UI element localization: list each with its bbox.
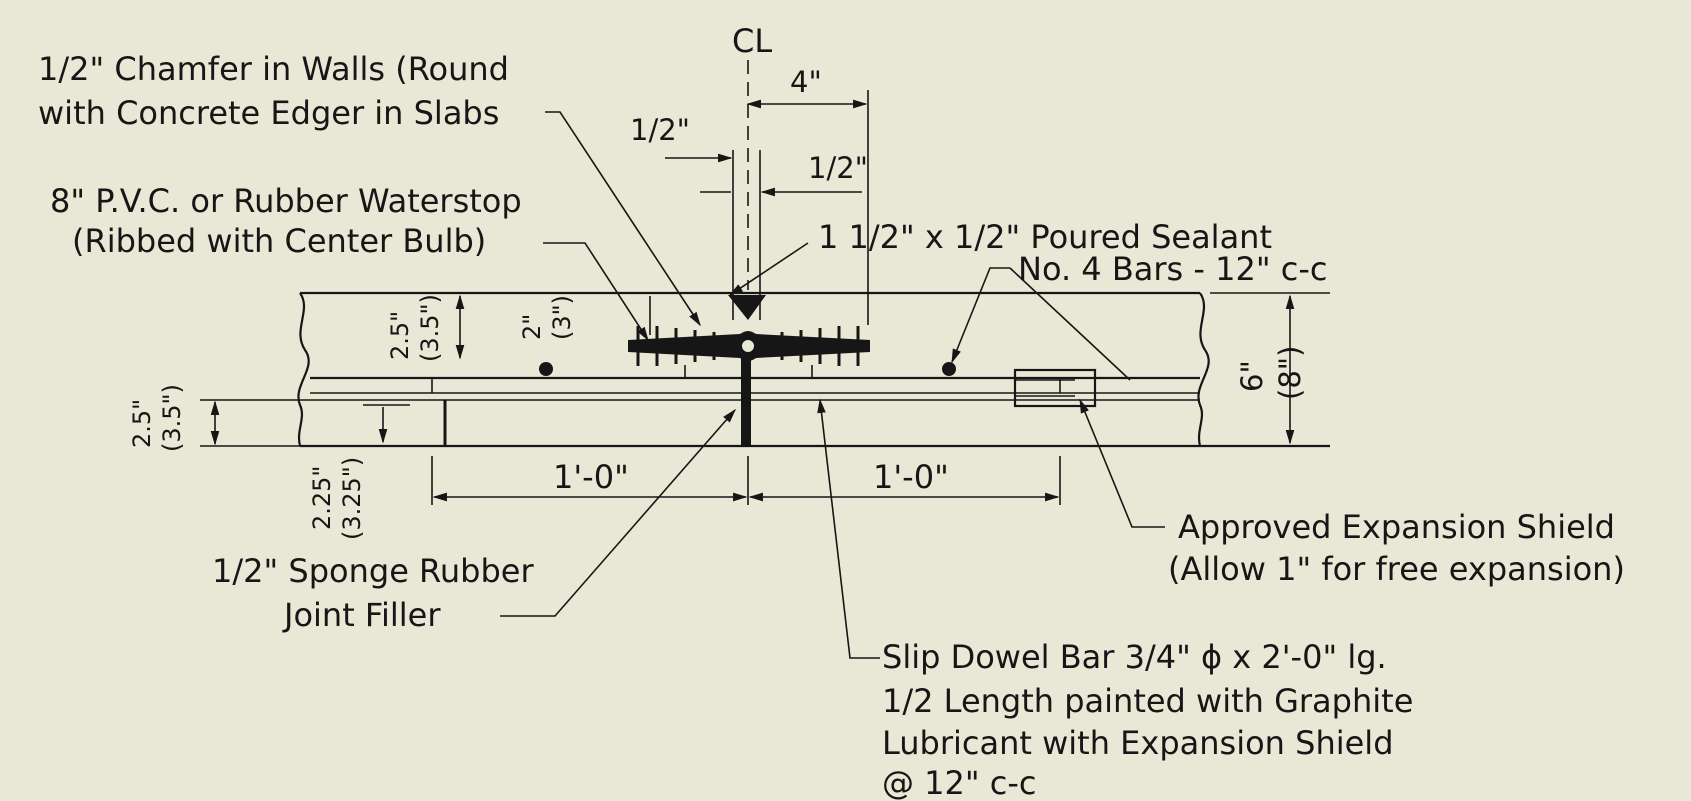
dim-top-bar: 2.5" [386,311,414,360]
dim-dowel-alt: (3.25") [338,457,366,540]
expansion-shield [1013,368,1097,408]
dim-half-right: 1/2" [808,151,868,185]
bar-left [539,362,553,376]
dowel-label-line1: Slip Dowel Bar 3/4" ϕ x 2'-0" lg. [882,638,1387,676]
bottom-dimensions: 1'-0" 1'-0" [431,456,1061,505]
filler-label-line2: Joint Filler [282,596,441,634]
dim-waterstop-alt: (3") [548,295,576,340]
dim-left-1ft: 1'-0" [553,458,629,496]
shield-label-line2: (Allow 1" for free expansion) [1168,550,1625,588]
dim-half-left: 1/2" [630,113,690,147]
dim-slab-depth: 6" [1235,360,1269,392]
waterstop-label-line2: (Ribbed with Center Bulb) [72,222,486,260]
left-dimensions: 2.5" (3.5") 2" (3") 2.5" (3.5") 2.25" (3… [128,294,651,540]
waterstop-label-line1: 8" P.V.C. or Rubber Waterstop [50,182,522,220]
chamfer-label-line2: with Concrete Edger in Slabs [38,94,499,132]
filler-label-line1: 1/2" Sponge Rubber [212,552,534,590]
bar-right [942,362,956,376]
sealant-shape [728,295,766,320]
dim-4in: 4" [790,65,822,99]
dowel-label-line4: @ 12" c-c [882,764,1037,801]
bars-label: No. 4 Bars - 12" c-c [1018,250,1327,288]
dim-slab-depth-alt: (8") [1273,346,1307,400]
joint-filler-shape [741,345,751,445]
leaders [500,111,1165,659]
dim-dowel: 2.25" [308,466,336,530]
callouts: 1/2" Chamfer in Walls (Round with Concre… [38,50,1625,801]
slab-outline [297,291,1330,448]
centerline-symbol: CL [732,22,772,60]
shield-label-line1: Approved Expansion Shield [1178,508,1615,546]
dim-bottom-alt: (3.5") [158,384,186,452]
dim-bottom: 2.5" [128,399,156,448]
top-dimensions: CL 4" 1/2" 1/2" [630,22,869,325]
sealant-label: 1 1/2" x 1/2" Poured Sealant [818,218,1272,256]
dowel-label-line3: Lubricant with Expansion Shield [882,724,1394,762]
dim-top-bar-alt: (3.5") [416,294,444,362]
reinforcing [539,362,1097,408]
joint-waterstop [431,295,1061,445]
dim-right-1ft: 1'-0" [873,458,949,496]
dowel-label-line2: 1/2 Length painted with Graphite [882,682,1413,720]
chamfer-label-line1: 1/2" Chamfer in Walls (Round [38,50,509,88]
right-dimension: 6" (8") [1210,292,1330,445]
dim-waterstop: 2" [518,314,546,340]
